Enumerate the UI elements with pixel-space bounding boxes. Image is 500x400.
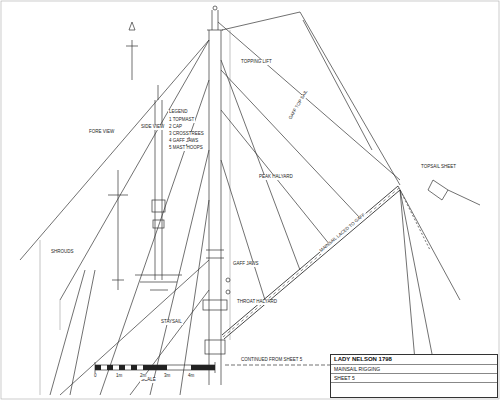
scale-number: 2m	[139, 374, 147, 379]
rigging-label: TOPPING LIFT	[240, 60, 273, 65]
rigging-label: STAYSAIL	[160, 320, 183, 325]
rigging-label: CONTINUED FROM SHEET 5	[240, 358, 303, 363]
rigging-label: LEGEND	[168, 110, 189, 115]
rigging-label: 3 CROSSTREES	[168, 132, 205, 137]
rigging-label: 5 MAST HOOPS	[168, 146, 204, 151]
scale-number: 3m	[163, 374, 171, 379]
title-block-text: SHEET 5	[331, 374, 497, 383]
rigging-label: TOPSAIL SHEET	[420, 165, 457, 170]
rigging-label: PEAK HALYARD	[258, 175, 294, 180]
title-block-text: MAINSAIL RIGGING	[331, 365, 497, 374]
rigging-label: MAINSAIL LACED TO GAFF	[318, 212, 367, 254]
scale-number: 4m	[187, 374, 195, 379]
rigging-label: GAFF JAWS	[232, 262, 260, 267]
rigging-label: SHROUDS	[50, 250, 75, 255]
rigging-label: 4 GAFF JAWS	[168, 139, 199, 144]
rigging-label: 2 CAP	[168, 125, 183, 130]
rigging-label: GAFF TOP SAIL	[288, 89, 310, 122]
scale-number: 1m	[115, 374, 123, 379]
scale-number: 0	[93, 374, 98, 379]
title-block: LADY NELSON 1798MAINSAIL RIGGINGSHEET 5	[330, 354, 498, 398]
rigging-label: 1 TOPMAST	[168, 118, 195, 123]
title-text: LADY NELSON 1798	[331, 355, 497, 365]
rigging-label: THROAT HALYARD	[236, 300, 278, 305]
rigging-label: SIDE VIEW	[140, 125, 165, 130]
rigging-label: FORE VIEW	[88, 130, 115, 135]
